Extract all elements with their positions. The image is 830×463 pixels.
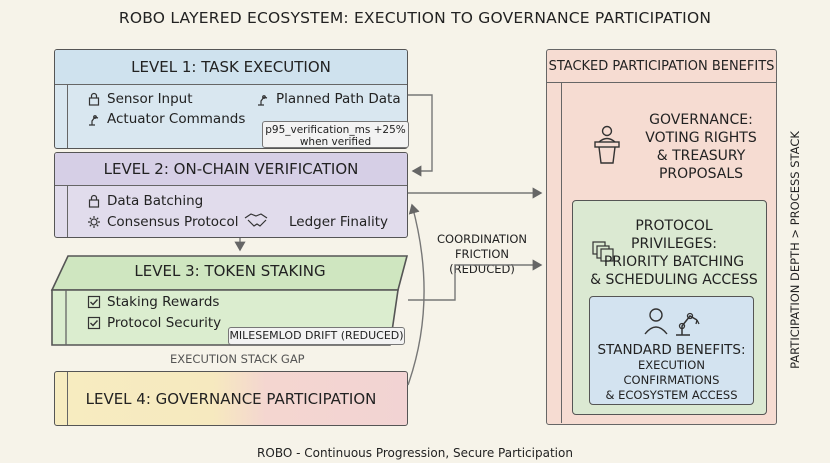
stacked-benefits-title: STACKED PARTICIPATION BENEFITS (547, 50, 776, 83)
level-3-title: LEVEL 3: TOKEN STAKING (134, 262, 326, 280)
level-3-item-staking-rewards: Staking Rewards (87, 294, 219, 310)
person-icon (643, 307, 669, 335)
checkbox-icon (87, 295, 101, 309)
level-2-title: LEVEL 2: ON-CHAIN VERIFICATION (55, 153, 407, 186)
gear-icon (87, 215, 101, 229)
level-4-title: LEVEL 4: GOVERNANCE PARTICIPATION (85, 390, 377, 408)
callout-line-2: when verified (299, 136, 372, 148)
footer-tagline: ROBO - Continuous Progression, Secure Pa… (257, 446, 573, 460)
podium-icon (590, 124, 624, 164)
page-title: ROBO LAYERED ECOSYSTEM: EXECUTION TO GOV… (118, 9, 712, 27)
level-2-item-data-batching: Data Batching (87, 193, 203, 209)
level-1-item-actuator-commands: Actuator Commands (87, 111, 245, 127)
lock-icon (87, 92, 101, 106)
governance-benefit-text: GOVERNANCE: VOTING RIGHTS & TREASURY PRO… (645, 112, 757, 182)
standard-benefits-text: STANDARD BENEFITS: EXECUTION CONFIRMATIO… (597, 342, 746, 402)
cubes-icon (591, 238, 617, 262)
level-2-item-consensus: Consensus Protocol (87, 214, 238, 230)
level-2-item-ledger-finality: Ledger Finality (289, 214, 389, 230)
level-2-handshake-icon-wrap (244, 210, 270, 230)
level-1-item-planned-path: Planned Path Data (256, 91, 401, 107)
lock-icon (87, 194, 101, 208)
robot-arm-icon (672, 304, 702, 336)
robot-arm-icon (256, 92, 270, 106)
protocol-privileges-text: PROTOCOL PRIVILEGES: PRIORITY BATCHING &… (590, 218, 758, 288)
checkbox-icon (87, 316, 101, 330)
handshake-icon (244, 210, 270, 230)
level-3-drift-callout: MILESEMLOD DRIFT (REDUCED) (228, 327, 405, 345)
level-2-box: LEVEL 2: ON-CHAIN VERIFICATION (54, 152, 408, 238)
callout-line-1: p95_verification_ms +25% (265, 124, 406, 136)
level-1-title: LEVEL 1: TASK EXECUTION (55, 50, 407, 85)
level-1-item-sensor-input: Sensor Input (87, 91, 193, 107)
level-3-item-protocol-security: Protocol Security (87, 315, 221, 331)
level-1-verification-callout: p95_verification_ms +25% when verified (262, 121, 409, 148)
execution-stack-gap-label: EXECUTION STACK GAP (170, 352, 305, 366)
standard-benefits-box (589, 296, 754, 405)
level-4-box: LEVEL 4: GOVERNANCE PARTICIPATION (54, 371, 408, 426)
robot-arm-icon (87, 112, 101, 126)
